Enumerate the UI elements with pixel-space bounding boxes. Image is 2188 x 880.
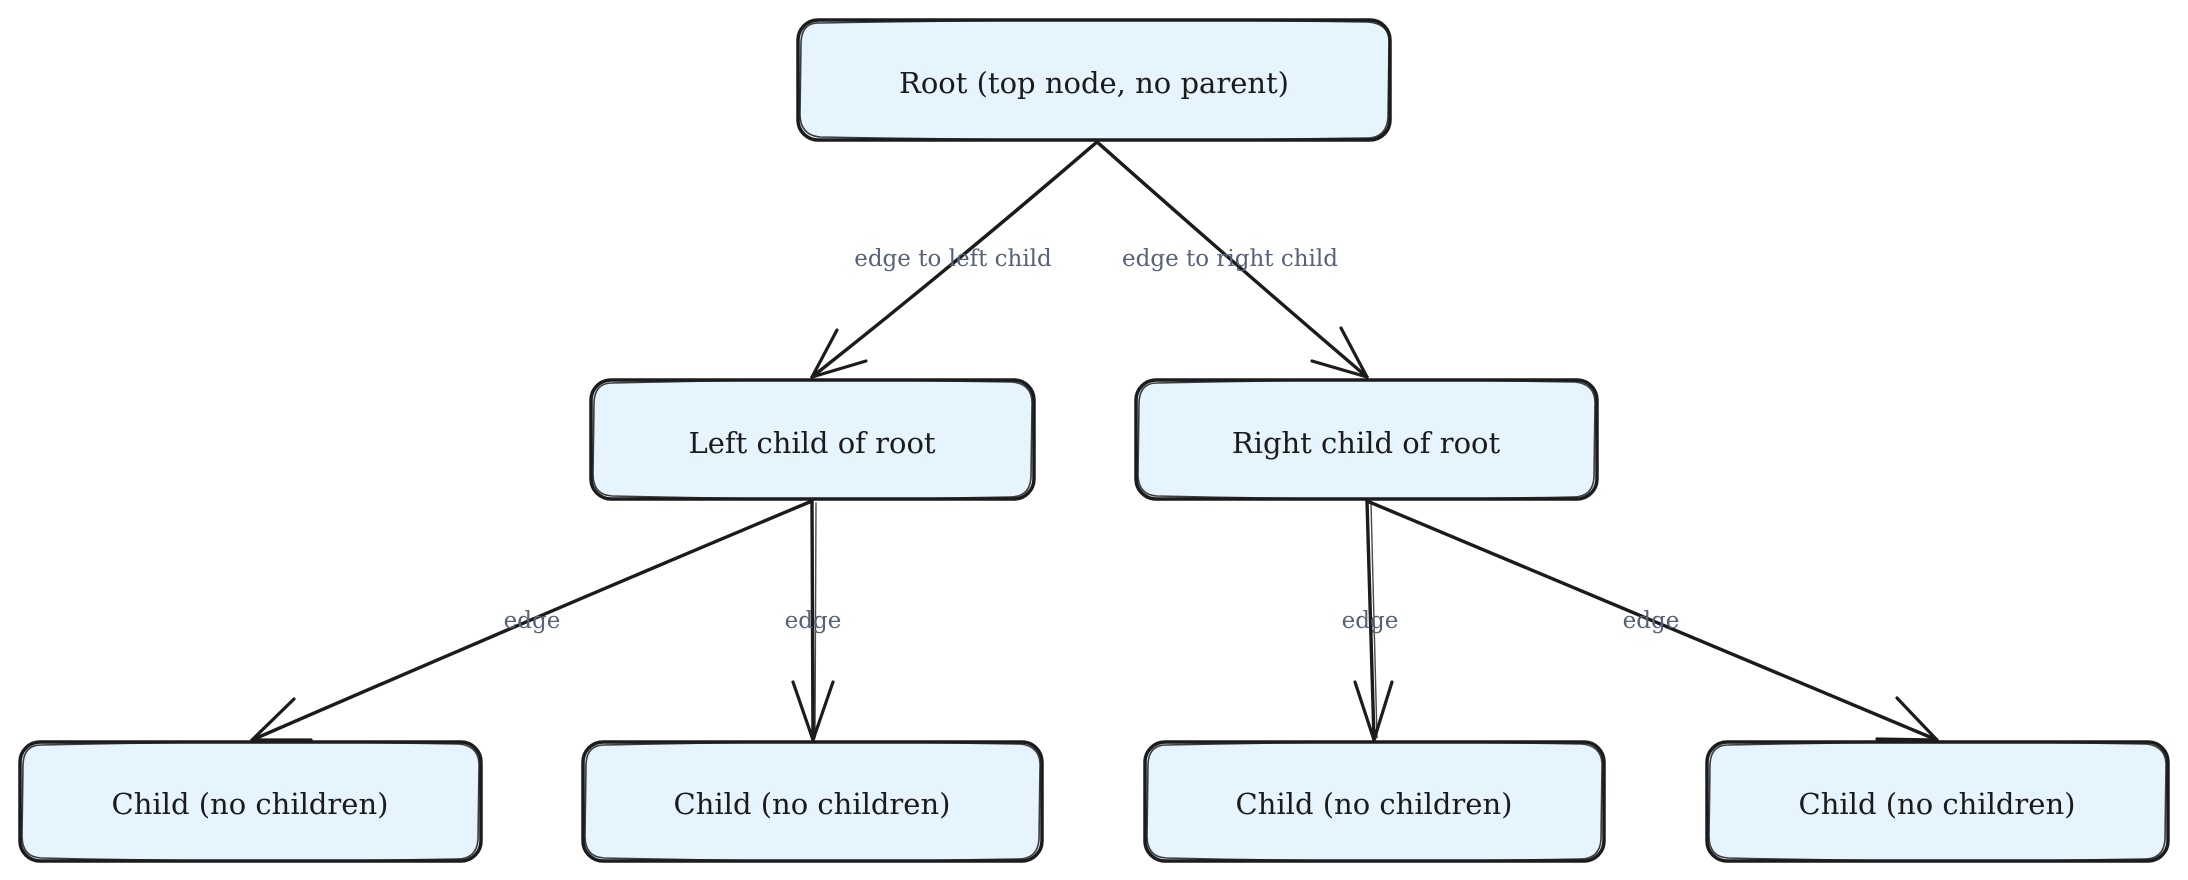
arrow-head-icon: [250, 697, 313, 742]
edge-left-ll: edge: [250, 499, 814, 742]
edges: edge to left child edge to right child e…: [250, 140, 1939, 742]
edge-root-left: edge to left child: [810, 140, 1099, 379]
node-label-leaf-1: Child (no children): [112, 787, 389, 821]
edge-label-root-right: edge to right child: [1122, 246, 1338, 272]
edge-label-root-left: edge to left child: [854, 246, 1052, 272]
edge-label-right-rl: edge: [1342, 608, 1399, 634]
node-leaf-3[interactable]: Child (no children): [1143, 740, 1606, 863]
arrow-head-icon: [1353, 680, 1394, 742]
node-label-leaf-4: Child (no children): [1799, 787, 2076, 821]
node-leaf-4[interactable]: Child (no children): [1705, 740, 2170, 863]
nodes: Root (top node, no parent) Left child of…: [18, 18, 2170, 863]
edge-label-left-lr: edge: [785, 608, 842, 634]
edge-label-right-rr: edge: [1623, 608, 1680, 634]
edge-left-lr: edge: [785, 499, 842, 742]
arrow-head-icon: [791, 680, 835, 742]
edge-label-left-ll: edge: [504, 608, 561, 634]
edge-right-rr: edge: [1365, 499, 1939, 742]
node-left-child[interactable]: Left child of root: [589, 378, 1036, 501]
node-label-right-child: Right child of root: [1232, 426, 1501, 460]
node-label-left-child: Left child of root: [688, 426, 935, 460]
arrow-head-icon: [810, 328, 868, 379]
node-label-leaf-2: Child (no children): [674, 787, 951, 821]
node-label-leaf-3: Child (no children): [1236, 787, 1513, 821]
node-label-root: Root (top node, no parent): [899, 66, 1289, 100]
arrow-head-icon: [1310, 326, 1369, 379]
arrow-head-icon: [1875, 696, 1939, 742]
edge-root-right: edge to right child: [1095, 140, 1369, 379]
edge-right-rl: edge: [1342, 499, 1399, 742]
node-right-child[interactable]: Right child of root: [1134, 378, 1599, 501]
node-root[interactable]: Root (top node, no parent): [796, 18, 1392, 142]
node-leaf-2[interactable]: Child (no children): [581, 740, 1044, 863]
node-leaf-1[interactable]: Child (no children): [18, 740, 483, 863]
